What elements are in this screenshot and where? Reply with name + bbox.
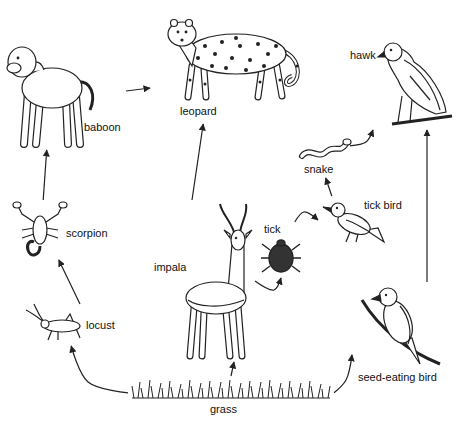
feeding-arrow bbox=[231, 362, 234, 376]
feeding-arrow bbox=[255, 278, 281, 290]
organism-label: seed-eating bird bbox=[358, 370, 437, 384]
leopard-drawing bbox=[168, 20, 299, 98]
organism-label: baboon bbox=[84, 120, 121, 134]
seed-eating-bird-drawing bbox=[362, 288, 440, 364]
feeding-arrow bbox=[59, 260, 80, 304]
organism-node: scorpion bbox=[12, 200, 116, 260]
organism-label: grass bbox=[210, 402, 237, 416]
organism-label: locust bbox=[86, 318, 115, 332]
organism-label: impala bbox=[154, 260, 186, 274]
organism-node: grass bbox=[128, 376, 334, 418]
locust-drawing bbox=[26, 304, 80, 340]
organism-node: baboon bbox=[4, 32, 126, 150]
organism-node: tick bird bbox=[318, 196, 410, 244]
organism-node: tick bbox=[258, 222, 304, 278]
organism-label: tick bbox=[264, 222, 281, 236]
feeding-arrow bbox=[192, 124, 203, 200]
organism-label: hawk bbox=[350, 48, 376, 62]
scorpion-drawing bbox=[13, 202, 67, 255]
organism-label: scorpion bbox=[66, 226, 108, 240]
grass-drawing bbox=[132, 380, 330, 398]
organism-label: snake bbox=[304, 162, 333, 176]
organism-label: tick bird bbox=[364, 198, 402, 212]
organism-label: leopard bbox=[180, 104, 217, 118]
snake-drawing bbox=[302, 139, 351, 156]
feeding-arrow bbox=[43, 150, 47, 200]
feeding-arrow bbox=[350, 130, 373, 146]
baboon-drawing bbox=[7, 47, 93, 144]
feeding-arrow bbox=[326, 178, 332, 196]
feeding-arrow bbox=[334, 355, 352, 393]
impala-drawing bbox=[186, 204, 252, 356]
hawk-drawing bbox=[378, 43, 452, 124]
feeding-arrow bbox=[295, 212, 318, 222]
organism-node: locust bbox=[36, 304, 124, 346]
feeding-arrow bbox=[71, 346, 128, 393]
feeding-arrow bbox=[426, 130, 427, 282]
organism-node: snake bbox=[296, 132, 350, 178]
organism-node: hawk bbox=[346, 30, 454, 130]
organism-node: leopard bbox=[150, 4, 302, 124]
organism-node: seed-eating bird bbox=[352, 282, 452, 386]
feeding-arrow bbox=[126, 88, 150, 91]
tick-drawing bbox=[261, 240, 301, 272]
organism-node: impala bbox=[150, 200, 255, 362]
